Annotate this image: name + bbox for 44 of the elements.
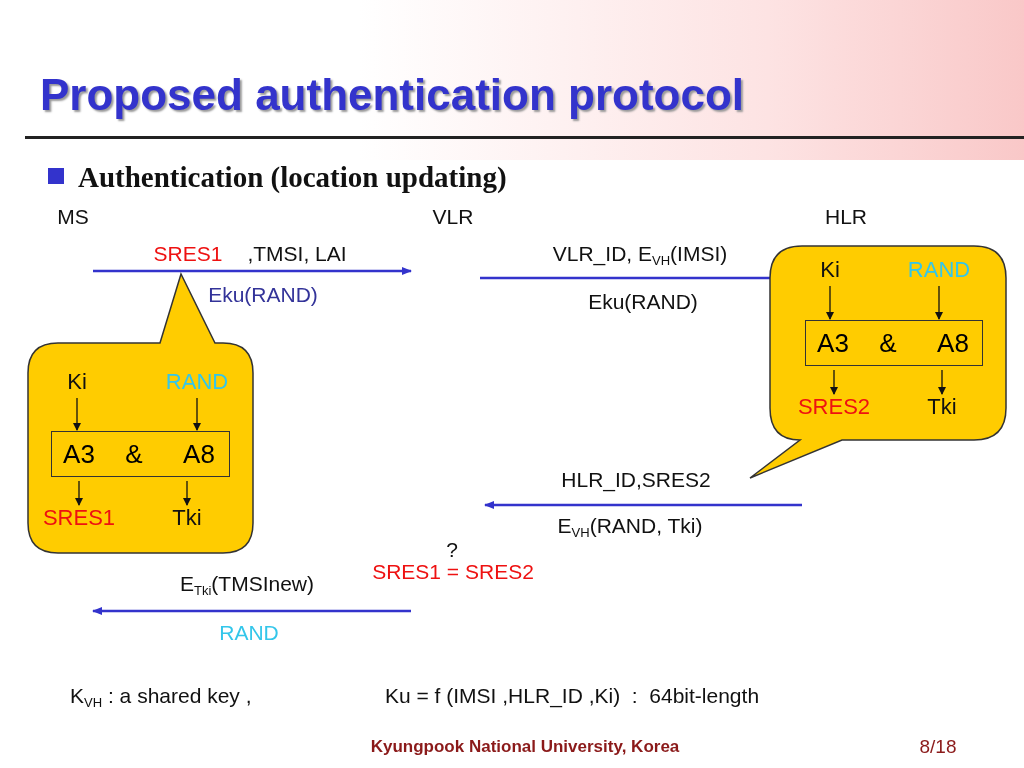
comparison-mark: ?: [446, 538, 458, 562]
section-heading: Authentication (location updating): [78, 160, 507, 194]
column-heading: MS: [57, 205, 89, 229]
arrow: [75, 480, 83, 506]
value-label: RAND: [907, 258, 971, 282]
value-label: Tki: [172, 506, 202, 530]
arrow: [826, 285, 834, 320]
comparison-label: SRES1 = SRES2: [372, 560, 534, 584]
note-text: Ku = f (IMSI ,HLR_ID ,Ki) : 64bit-length: [385, 684, 760, 708]
algorithm-label: A3: [817, 329, 849, 357]
message-label: SRES1: [153, 242, 223, 266]
value-label: RAND: [165, 370, 229, 394]
message-label: ,TMSI, LAI: [247, 242, 347, 266]
arrow: [73, 397, 81, 431]
algorithm-label: A8: [937, 329, 969, 357]
value-label: SRES1: [42, 506, 116, 530]
footer-text: Kyungpook National University, Korea: [370, 736, 680, 758]
arrow: [830, 369, 838, 395]
column-heading: VLR: [432, 205, 474, 229]
algorithm-box: [51, 431, 230, 477]
algorithm-box: [805, 320, 983, 366]
arrow: [938, 369, 946, 395]
message-label: Eku(RAND): [208, 283, 318, 307]
value-label: SRES2: [797, 395, 871, 419]
value-label: Ki: [820, 258, 840, 282]
message-label: E$_{VH}$(RAND, Tki): [557, 514, 703, 542]
message-label: VLR_ID, E$_{VH}$(IMSI): [552, 242, 728, 270]
value-label: Tki: [927, 395, 957, 419]
message-label: RAND: [219, 621, 279, 645]
note-text: K$_{VH}$ : a shared key ,: [70, 684, 252, 712]
message-label: E$_{Tki}$(TMSInew): [179, 572, 315, 600]
message-label: HLR_ID,SRES2: [561, 468, 711, 492]
message-label: Eku(RAND): [588, 290, 698, 314]
page-number: 8/18: [919, 735, 957, 759]
algorithm-label: A8: [183, 440, 215, 468]
algorithm-label: &: [879, 329, 897, 357]
arrow: [183, 480, 191, 506]
slide-title: Proposed authentication protocol: [40, 70, 745, 120]
arrow: [935, 285, 943, 320]
arrow: [193, 397, 201, 431]
algorithm-label: A3: [63, 440, 95, 468]
algorithm-label: &: [125, 440, 143, 468]
column-heading: HLR: [825, 205, 867, 229]
value-label: Ki: [67, 370, 87, 394]
